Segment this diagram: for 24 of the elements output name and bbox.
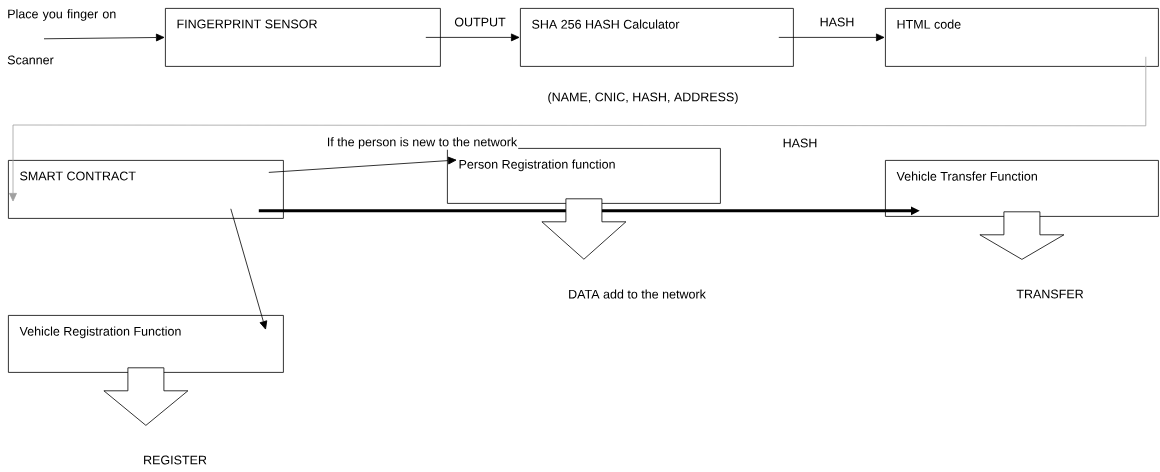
arrow <box>9 56 1147 202</box>
process-box: SMART CONTRACT <box>8 160 284 219</box>
arrow <box>425 33 520 42</box>
process-box: Vehicle Transfer Function <box>885 160 1159 217</box>
edge-label: HASH <box>818 16 856 28</box>
arrow <box>268 156 457 173</box>
block-arrow <box>541 198 627 260</box>
edge-label: If the person is new to the network <box>325 136 519 150</box>
arrow <box>778 33 885 42</box>
process-box: SHA 256 HASH Calculator <box>520 8 794 67</box>
block-arrow <box>979 211 1065 260</box>
text-label: DATA add to the network <box>569 289 706 299</box>
process-box: FINGERPRINT SENSOR <box>165 8 441 67</box>
text-label: Place you finger on Scanner <box>7 9 116 65</box>
edge-label: HASH <box>781 137 819 149</box>
text-label: TRANSFER <box>1016 289 1084 299</box>
arrow <box>230 208 268 330</box>
block-arrow <box>103 367 189 426</box>
process-box: HTML code <box>885 8 1159 67</box>
text-label: REGISTER <box>144 455 207 465</box>
node-label: (NAME, CNIC, HASH, ADDRESS) <box>548 92 738 104</box>
process-box: Vehicle Registration Function <box>8 315 284 373</box>
edge-label: OUTPUT <box>453 16 507 28</box>
arrow <box>43 33 165 42</box>
